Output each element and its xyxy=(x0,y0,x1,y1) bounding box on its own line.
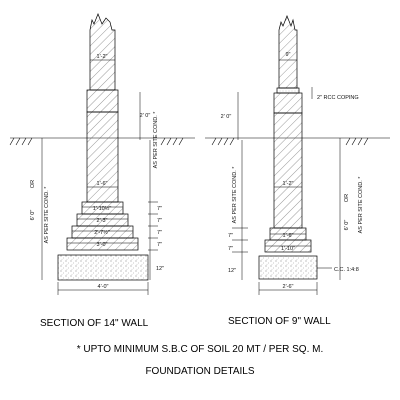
left-pcc-bed xyxy=(57,254,149,281)
right-section-title: SECTION OF 9" WALL xyxy=(228,316,331,327)
caption: FOUNDATION DETAILS xyxy=(145,366,255,377)
left-step-h-4: 7" xyxy=(157,242,162,248)
right-depth: 6' 0" xyxy=(344,220,350,231)
left-pcc-height: 12" xyxy=(156,266,164,272)
left-step-h-1: 7" xyxy=(157,206,162,212)
left-wall xyxy=(86,13,119,203)
left-wall-width: 1'-2" xyxy=(97,54,108,60)
right-pcc-label: C.C. 1:4:8 xyxy=(334,267,359,273)
right-pcc-bed xyxy=(258,255,318,280)
right-pcc-height: 12" xyxy=(228,268,236,274)
right-step-h-1: 7" xyxy=(228,233,233,239)
left-footing-steps xyxy=(66,201,139,251)
left-dim-lines xyxy=(41,59,158,295)
left-step-1: 1'-10½" xyxy=(93,205,112,212)
right-site-cond: AS PER SITE COND. * xyxy=(358,176,364,234)
right-dim-lines xyxy=(232,59,341,295)
left-depth: 6' 0" xyxy=(30,210,36,221)
left-section-title: SECTION OF 14" WALL xyxy=(40,318,149,329)
right-step-h-2: 7" xyxy=(228,246,233,252)
left-dim-texts: 1'-2" 2' 0" 1'-6" 1'-10½" 2'-3" 2'-7½" 3… xyxy=(30,54,164,290)
left-step-4: 3'-0" xyxy=(97,242,108,248)
right-base-width: 2'-6" xyxy=(283,284,294,290)
left-upper-site-cond: AS PER SITE COND. * xyxy=(153,111,159,169)
left-wall-height: 2' 0" xyxy=(140,113,151,119)
right-wall-width: 9" xyxy=(285,52,290,58)
soil-note: * UPTO MINIMUM S.B.C OF SOIL 20 MT / PER… xyxy=(76,344,324,355)
right-coping-label: 2" RCC COPING xyxy=(317,95,359,101)
left-step-h-3: 7" xyxy=(157,230,162,236)
right-step-1: 1'-6" xyxy=(283,233,294,239)
right-wall-width-lower: 1'-2" xyxy=(283,181,294,187)
right-wall-height: 2' 0" xyxy=(221,114,232,120)
left-step-3: 2'-7½" xyxy=(94,229,110,236)
right-step-2: 1'-10" xyxy=(281,246,295,252)
right-wall xyxy=(273,15,303,229)
right-or: OR xyxy=(344,194,350,202)
left-site-cond: AS PER SITE COND. * xyxy=(44,186,50,244)
left-base-width: 4'-0" xyxy=(98,284,109,290)
left-wall-width-lower: 1'-6" xyxy=(97,181,108,187)
left-step-2: 2'-3" xyxy=(97,218,108,224)
left-step-h-2: 7" xyxy=(157,218,162,224)
right-dim-texts: 9" 2" RCC COPING 2' 0" 1'-2" 1'-6" 1'-10… xyxy=(221,52,364,290)
right-upper-site-cond: AS PER SITE COND. * xyxy=(232,166,238,224)
left-or: OR xyxy=(30,180,36,188)
